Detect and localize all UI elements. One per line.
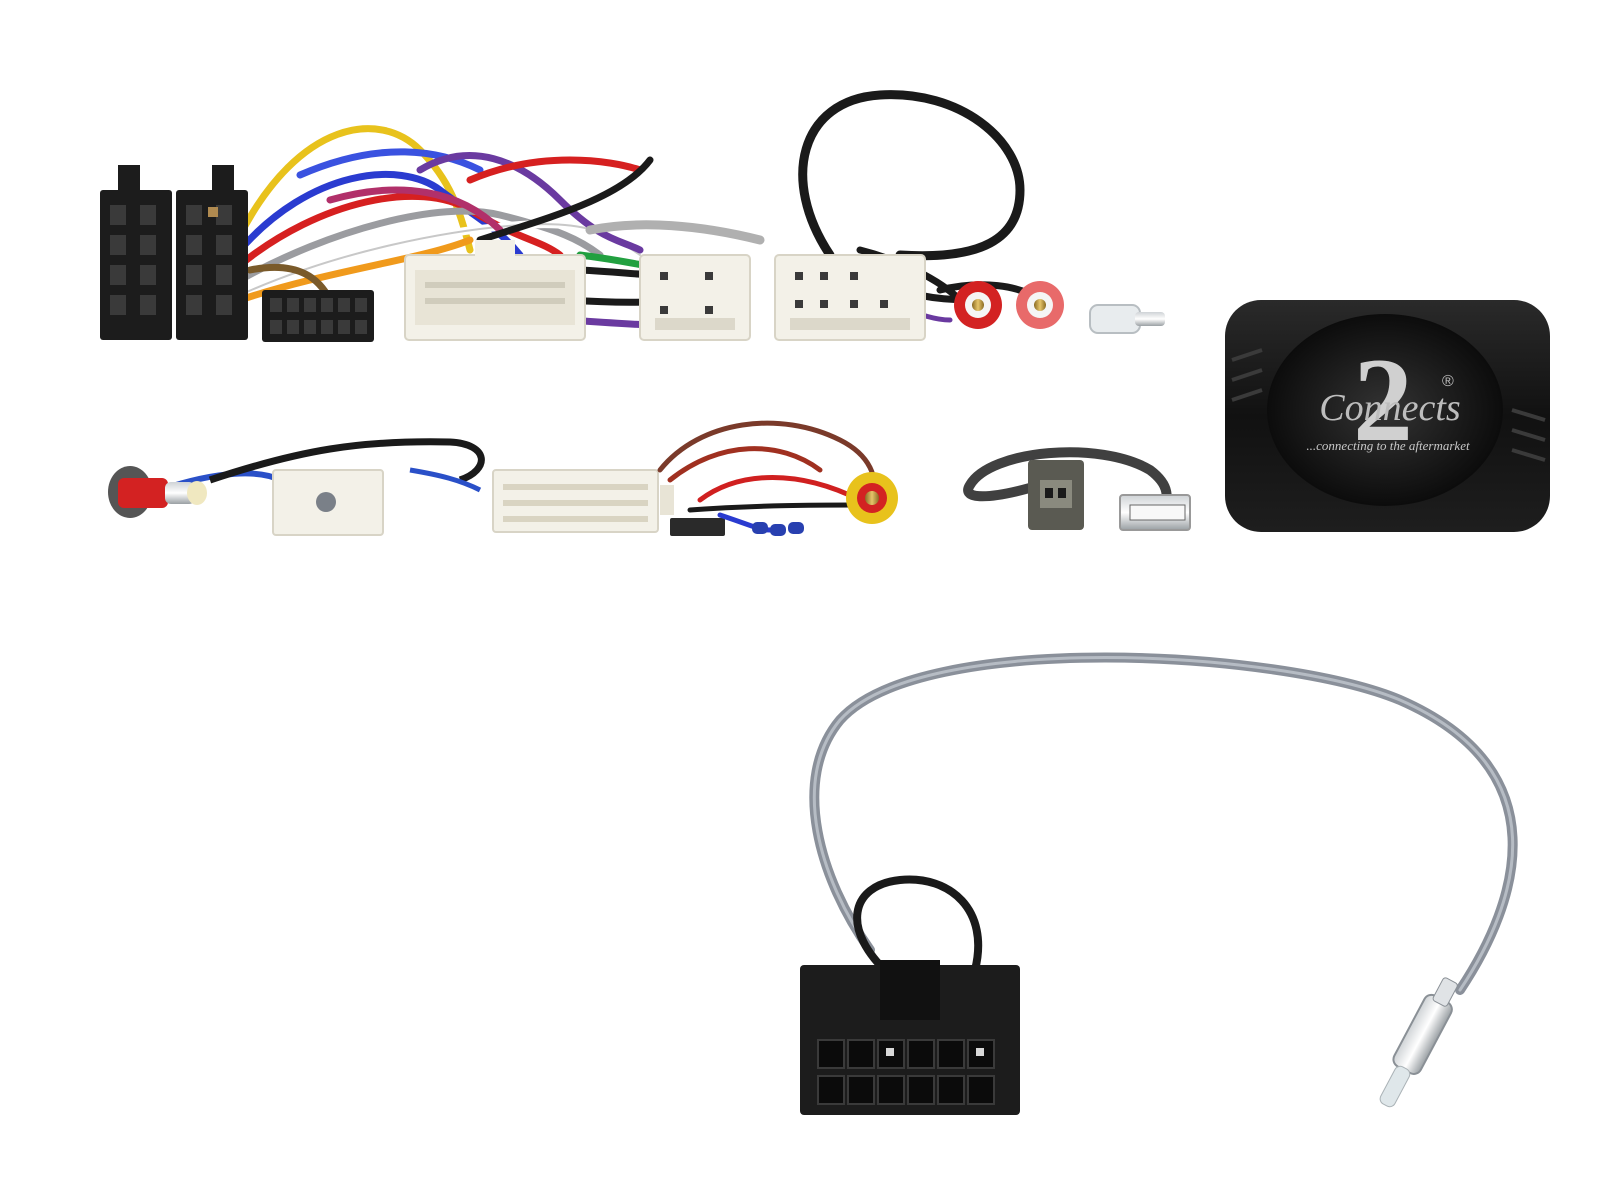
small-black-connector [262,290,374,342]
antenna-adapter-lead [108,438,485,536]
logo-word: Connects [1319,387,1460,429]
steering-control-lead [800,652,1518,1115]
usb-lead [963,447,1191,531]
logo-numeral: 2 [1353,333,1413,466]
rca-plug-red-left [954,281,1002,329]
interface-module: 2 Connects ® ...connecting to the afterm… [1225,300,1550,532]
white-connector-wide [492,469,725,536]
blue-bullet-connectors [752,522,804,536]
white-vehicle-connector-small [774,254,926,341]
antenna-plug-clear [1089,304,1165,334]
rca-plug-red-right [1016,281,1064,329]
registered-mark: ® [1442,373,1454,390]
black-loop-cable [798,90,1025,261]
antenna-style-pin-connector [1379,977,1458,1108]
iso-connector-pair [100,165,248,340]
main-wiring-harness [100,90,1165,342]
white-vehicle-connector-large [404,240,586,341]
rca-plug-yellow [846,472,898,524]
white-vehicle-connector-medium [639,254,751,341]
logo-tagline: ...connecting to the aftermarket [1306,438,1470,453]
black-12-pin-connector [800,960,1020,1115]
reverse-camera-lead [657,420,877,533]
